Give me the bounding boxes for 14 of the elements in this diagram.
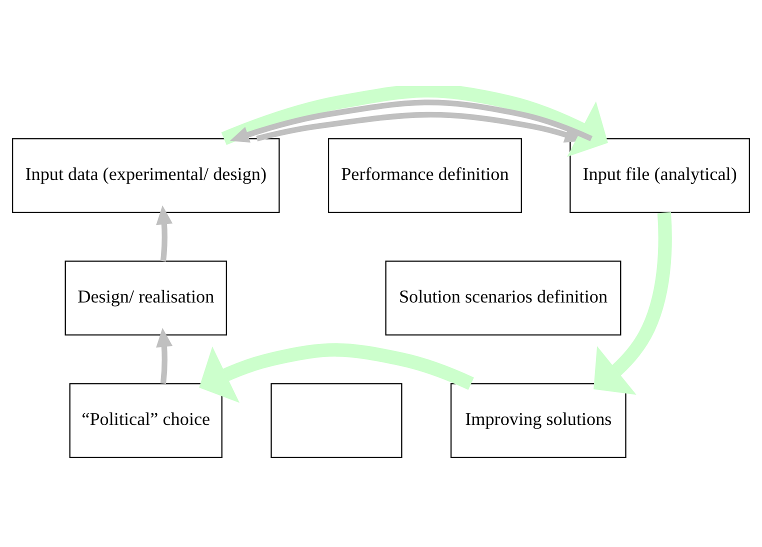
node-box: Input file (analytical) <box>570 138 750 212</box>
arrow <box>594 212 672 394</box>
node-box: “Political” choice <box>69 382 222 458</box>
node-box: Solution scenarios definition <box>385 260 622 335</box>
node-box: Performance definition <box>328 138 522 212</box>
arrow <box>156 327 173 384</box>
arrow <box>156 204 173 261</box>
arrow <box>199 342 474 402</box>
node-box <box>270 382 402 458</box>
arrow <box>221 86 608 156</box>
node-box: Improving solutions <box>450 382 626 458</box>
node-box: Input data (experimental/ design) <box>12 138 280 212</box>
node-box: Design/ realisation <box>64 260 227 335</box>
arrow <box>230 99 593 142</box>
